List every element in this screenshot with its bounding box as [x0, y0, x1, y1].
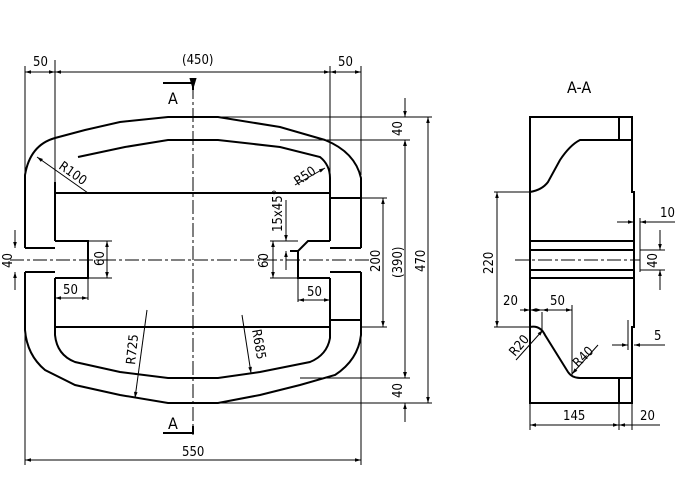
dim-50: 50	[550, 294, 565, 309]
dim-10: 10	[660, 206, 675, 221]
dim-bottom-40: 40	[391, 383, 406, 398]
section-arrow-bottom	[163, 426, 194, 434]
dim-220: 220	[482, 252, 497, 274]
dim-20-bottom: 20	[640, 409, 655, 424]
dim-550: 550	[182, 445, 204, 460]
radius-r725: R725	[124, 334, 142, 366]
dim-left-boss-60: 60	[93, 251, 108, 266]
hatched-lower	[529, 325, 620, 404]
extension-right-groove	[270, 240, 331, 302]
right-stub	[330, 247, 361, 273]
leader-r20	[515, 329, 544, 361]
dim-20-top: 20	[503, 294, 518, 309]
dim-left-boss-50: 50	[63, 283, 78, 298]
section-view: A-A 220 10 40 20 50 R20 R40	[482, 78, 675, 430]
extension-20-50	[541, 305, 573, 375]
extension-left-boss	[87, 240, 112, 300]
extension-lines-top	[24, 60, 362, 190]
radius-r685: R685	[248, 328, 268, 361]
dim-right-50: 50	[338, 55, 353, 70]
hatched-upper	[529, 116, 620, 194]
extension-lines-bottom	[24, 330, 362, 465]
section-marker-top: A	[168, 89, 178, 108]
leader-r50	[294, 167, 326, 186]
leader-r40	[571, 344, 599, 375]
radius-r100: R100	[56, 159, 90, 189]
dim-450: (450)	[182, 53, 213, 68]
dim-left-stub-40: 40	[1, 253, 16, 268]
dim-left-50: 50	[33, 55, 48, 70]
dim-390: (390)	[391, 247, 406, 278]
section-arrow-top	[163, 78, 197, 90]
radius-r40: R40	[570, 344, 597, 371]
dim-200: 200	[369, 250, 384, 272]
radius-r20: R20	[507, 332, 533, 359]
extension-lines-right	[218, 116, 432, 404]
dim-40: 40	[646, 253, 661, 268]
front-view: A A 50 (450) 50 550 40 40 200 (390) 470 …	[1, 53, 432, 465]
leader-r100	[36, 156, 89, 194]
leader-r685	[241, 314, 252, 374]
dim-5: 5	[654, 329, 661, 344]
right-step	[330, 197, 362, 321]
left-stub	[25, 247, 55, 273]
right-groove	[290, 240, 330, 279]
section-title: A-A	[567, 78, 591, 97]
section-marker-bottom: A	[168, 414, 178, 433]
section-bore	[530, 218, 635, 300]
dim-145: 145	[563, 409, 585, 424]
dim-top-40: 40	[391, 121, 406, 136]
radius-r50: R50	[292, 164, 319, 189]
leader-r725	[134, 309, 148, 399]
chamfer-label: 15x45°	[271, 189, 286, 232]
dim-right-groove-50: 50	[307, 285, 322, 300]
dim-470: 470	[414, 250, 429, 272]
dim-right-groove-60: 60	[257, 253, 272, 268]
extension-220	[494, 191, 530, 328]
